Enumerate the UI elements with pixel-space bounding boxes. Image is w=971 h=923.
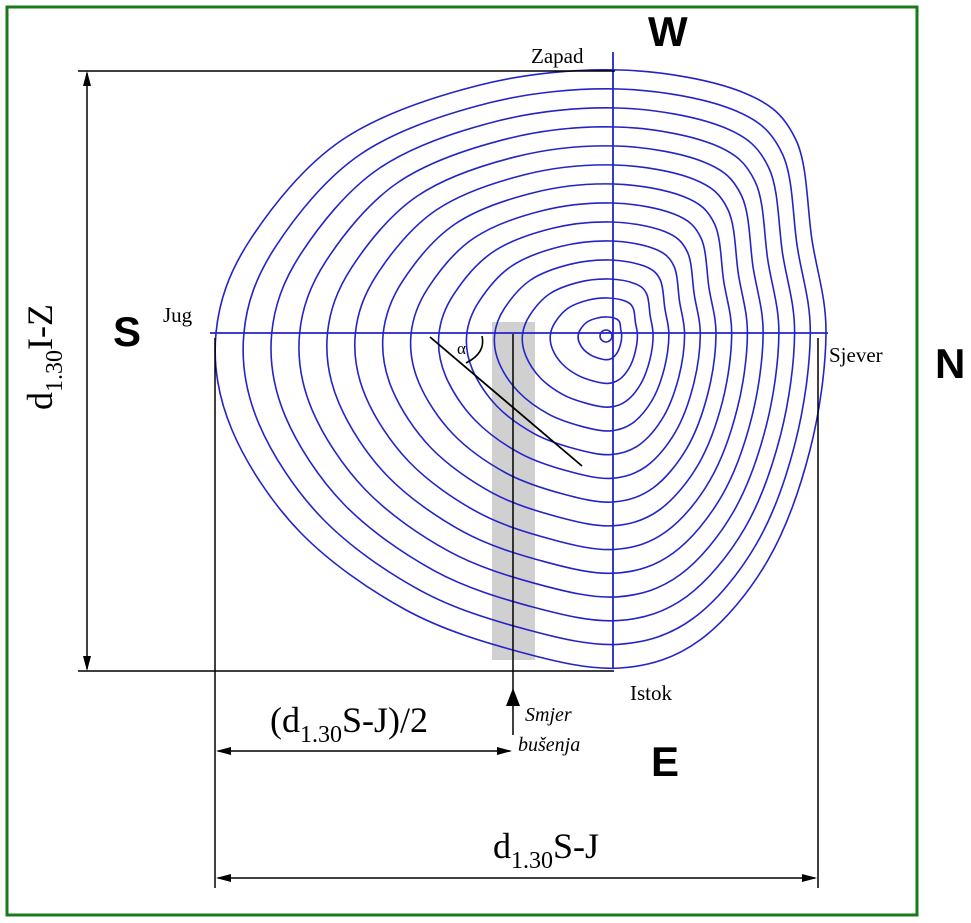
- drilling-label-line2: bušenja: [518, 734, 580, 756]
- compass-south-letter: S: [113, 308, 141, 355]
- angle-line: [429, 336, 583, 467]
- tree-ring: [437, 221, 702, 480]
- tree-ring: [326, 145, 764, 575]
- compass-north-letter: N: [935, 340, 965, 387]
- tree-ring: [298, 126, 780, 598]
- tree-ring: [549, 297, 639, 385]
- vertical-dimension-arrow-top: [83, 71, 91, 86]
- angle-arc: [465, 335, 484, 364]
- label-sjever: Sjever: [829, 343, 883, 367]
- label-istok: Istok: [630, 681, 673, 705]
- half-dimension-label: (d1.30S-J)/2: [270, 700, 428, 748]
- tree-ring: [465, 240, 686, 456]
- vertical-dimension-arrow-bottom: [83, 656, 91, 671]
- pith: [599, 329, 613, 343]
- tree-ring: [242, 88, 812, 646]
- drilling-arrow: [506, 688, 520, 706]
- vertical-dimension-label: d1.30I-Z: [20, 304, 68, 410]
- tree-ring: [270, 107, 796, 622]
- tree-ring: [521, 278, 654, 408]
- label-zapad: Zapad: [531, 44, 584, 68]
- full-dimension-arrow-left: [216, 874, 231, 882]
- tree-rings: [214, 69, 827, 670]
- tree-ring: [381, 183, 733, 527]
- half-dimension-arrow-left: [216, 747, 231, 755]
- outer-frame: [5, 5, 919, 917]
- full-dimension-arrow-right: [802, 874, 817, 882]
- tree-ring: [353, 164, 749, 551]
- drilling-label-line1: Smjer: [525, 704, 572, 726]
- tree-ring: [214, 69, 827, 670]
- compass-east-letter: E: [651, 738, 679, 785]
- full-dimension-label: d1.30S-J: [493, 826, 599, 874]
- label-jug: Jug: [163, 303, 193, 327]
- tree-ring: [577, 316, 623, 361]
- compass-west-letter: W: [648, 8, 688, 55]
- half-dimension-arrow-right: [497, 747, 512, 755]
- angle-label: α: [457, 339, 466, 358]
